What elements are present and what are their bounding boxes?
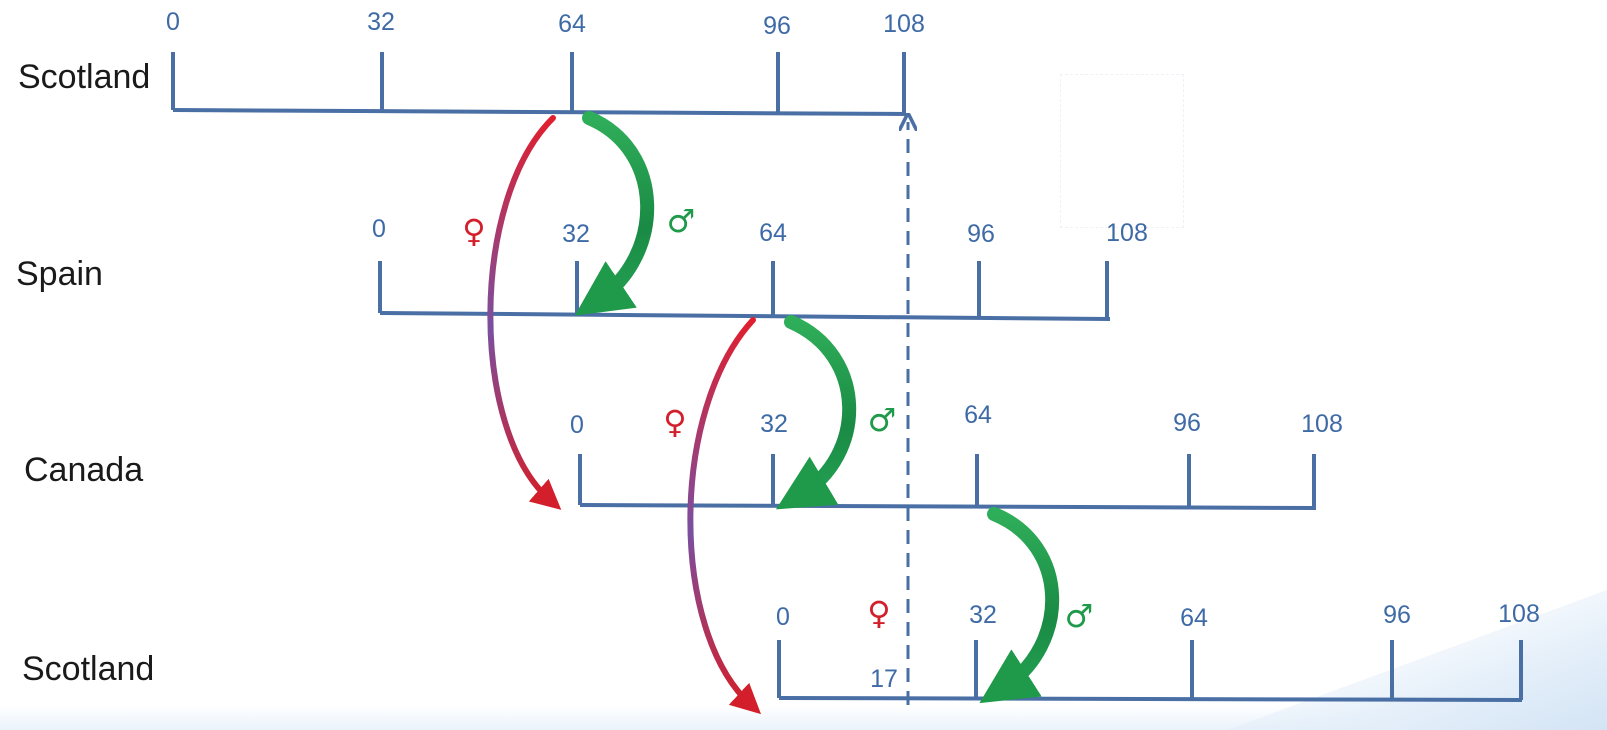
male-symbol-icon: ♂ (1064, 597, 1094, 635)
tick-label-108: 108 (1498, 600, 1540, 628)
tick-label-64: 64 (1180, 604, 1208, 632)
tick-label-0: 0 (166, 8, 180, 36)
female-arrow (487, 115, 562, 510)
arrows-layer (487, 111, 1060, 715)
marker-label-17: 17 (870, 665, 898, 693)
tick-label-108: 108 (883, 10, 925, 38)
male-symbol-icon: ♂ (867, 401, 897, 439)
tick-label-0: 0 (570, 411, 584, 439)
row-label-canada: Canada (24, 451, 144, 489)
male-symbol-icon: ♂ (666, 202, 696, 240)
tick-label-32: 32 (760, 410, 788, 438)
tick-label-96: 96 (1173, 409, 1201, 437)
tick-label-32: 32 (562, 220, 590, 248)
tick-label-108: 108 (1106, 219, 1148, 247)
tick-label-64: 64 (558, 10, 586, 38)
tick-label-32: 32 (367, 8, 395, 36)
tick-label-32: 32 (969, 601, 997, 629)
row-label-spain: Spain (16, 255, 103, 293)
timeline-axis-0 (172, 108, 907, 116)
female-symbol-icon: ♀ (462, 212, 486, 250)
timeline-axis-2 (579, 503, 1317, 510)
female-arrow (687, 317, 761, 715)
tick-label-96: 96 (763, 12, 791, 40)
timeline-axis-3 (778, 696, 1523, 702)
male-arrow (574, 111, 655, 316)
tick-label-0: 0 (372, 215, 386, 243)
faint-placeholder-box (1060, 74, 1184, 228)
female-symbol-icon: ♀ (867, 594, 891, 632)
axes-layer (171, 52, 1523, 702)
tick-label-108: 108 (1301, 410, 1343, 438)
male-arrow (775, 315, 857, 510)
tick-label-96: 96 (967, 220, 995, 248)
female-symbol-icon: ♀ (663, 403, 687, 441)
tick-label-0: 0 (776, 603, 790, 631)
timeline-axis-1 (379, 311, 1111, 321)
row-label-scotland-1: Scotland (18, 58, 151, 96)
male-arrow (979, 507, 1060, 704)
tick-label-96: 96 (1383, 601, 1411, 629)
tick-label-64: 64 (759, 219, 787, 247)
tick-label-64: 64 (964, 401, 992, 429)
row-label-scotland-2: Scotland (22, 650, 155, 688)
